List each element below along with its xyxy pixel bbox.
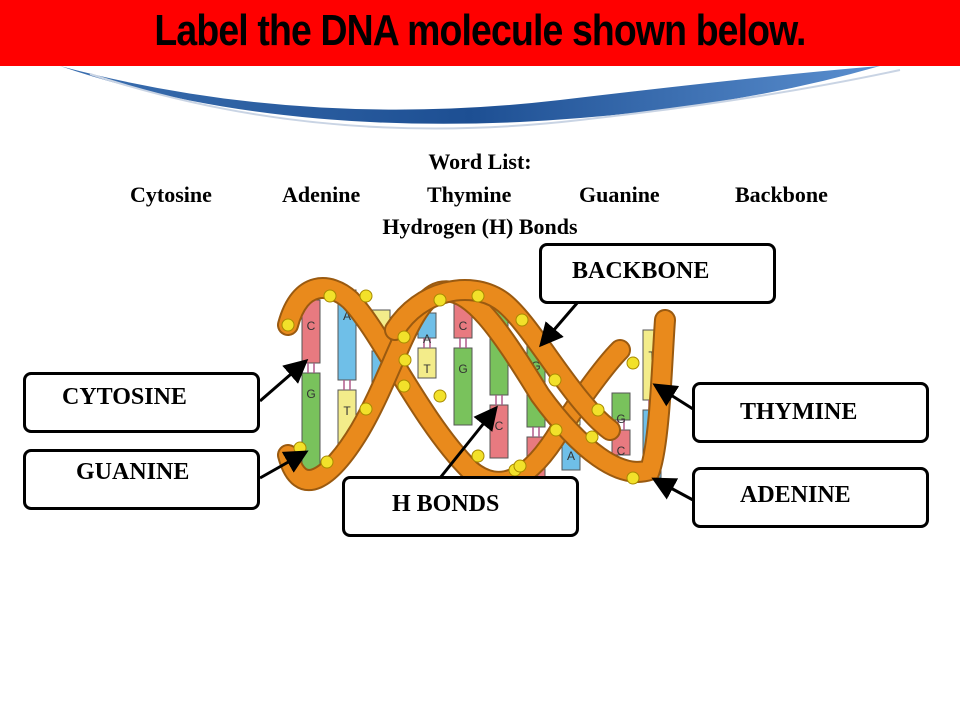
word-cytosine: Cytosine <box>130 182 212 207</box>
slide-title: Label the DNA molecule shown below. <box>154 6 806 55</box>
phosphate-dot <box>397 379 411 393</box>
label-h-bonds-text: H BONDS <box>392 491 500 517</box>
base-t-3 <box>417 347 437 379</box>
phosphate-dot <box>320 455 334 469</box>
phosphate-dot <box>398 353 412 367</box>
base-letter: C <box>307 319 316 333</box>
phosphate-dot <box>513 459 527 473</box>
label-box-cytosine[interactable]: CYTOSINE <box>23 372 260 433</box>
phosphate-dot <box>549 423 563 437</box>
label-guanine-text: GUANINE <box>76 459 190 485</box>
base-letter: G <box>458 362 467 376</box>
backbone-strand-2 <box>279 282 674 489</box>
label-backbone-text: BACKBONE <box>572 258 710 284</box>
title-bar <box>0 0 960 66</box>
backbone-strand-3 <box>386 281 619 439</box>
phosphate-dot <box>359 289 373 303</box>
base-letter: G <box>616 412 625 426</box>
base-letter: A <box>343 309 351 323</box>
phosphate-dot <box>433 389 447 403</box>
phosphate-dot <box>515 313 529 327</box>
phosphate-dot <box>359 402 373 416</box>
base-letter: G <box>306 387 315 401</box>
base-letter: C <box>495 419 504 433</box>
label-box-backbone[interactable]: BACKBONE <box>539 243 776 304</box>
base-letter: T <box>423 362 431 376</box>
base-letter: T <box>343 404 351 418</box>
base-letter: C <box>459 319 468 333</box>
label-thymine-text: THYMINE <box>740 399 858 425</box>
label-cytosine-text: CYTOSINE <box>62 384 187 410</box>
base-g-8 <box>611 392 631 421</box>
word-backbone: Backbone <box>735 182 828 207</box>
base-letter: A <box>423 332 431 346</box>
word-adenine: Adenine <box>282 182 361 207</box>
word-list-heading: Word List: <box>428 149 532 174</box>
phosphate-dot <box>548 373 562 387</box>
phosphate-dot <box>471 289 485 303</box>
label-box-thymine[interactable]: THYMINE <box>692 382 929 443</box>
phosphate-dots <box>281 289 640 485</box>
phosphate-dot <box>585 430 599 444</box>
phosphate-dot <box>433 293 447 307</box>
phosphate-dot <box>281 318 295 332</box>
phosphate-dot <box>626 471 640 485</box>
phosphate-dot <box>293 441 307 455</box>
decorative-swoosh <box>60 66 901 130</box>
word-hydrogen-bonds: Hydrogen (H) Bonds <box>382 214 578 239</box>
backbone-strands <box>277 277 676 493</box>
phosphate-dot <box>471 449 485 463</box>
word-guanine: Guanine <box>579 182 660 207</box>
phosphate-dot <box>591 403 605 417</box>
word-thymine: Thymine <box>427 182 512 207</box>
label-box-adenine[interactable]: ADENINE <box>692 467 929 528</box>
label-adenine-text: ADENINE <box>740 482 851 508</box>
base-g-4 <box>453 347 473 426</box>
phosphate-dot <box>626 356 640 370</box>
label-box-guanine[interactable]: GUANINE <box>23 449 260 510</box>
phosphate-dot <box>397 330 411 344</box>
base-letter: G <box>531 359 540 373</box>
phosphate-dot <box>323 289 337 303</box>
base-letter: C <box>617 444 626 458</box>
base-letter: A <box>567 449 575 463</box>
label-box-h-bonds[interactable]: H BONDS <box>342 476 579 537</box>
word-list-row: Cytosine Adenine Thymine Guanine Backbon… <box>0 182 960 212</box>
